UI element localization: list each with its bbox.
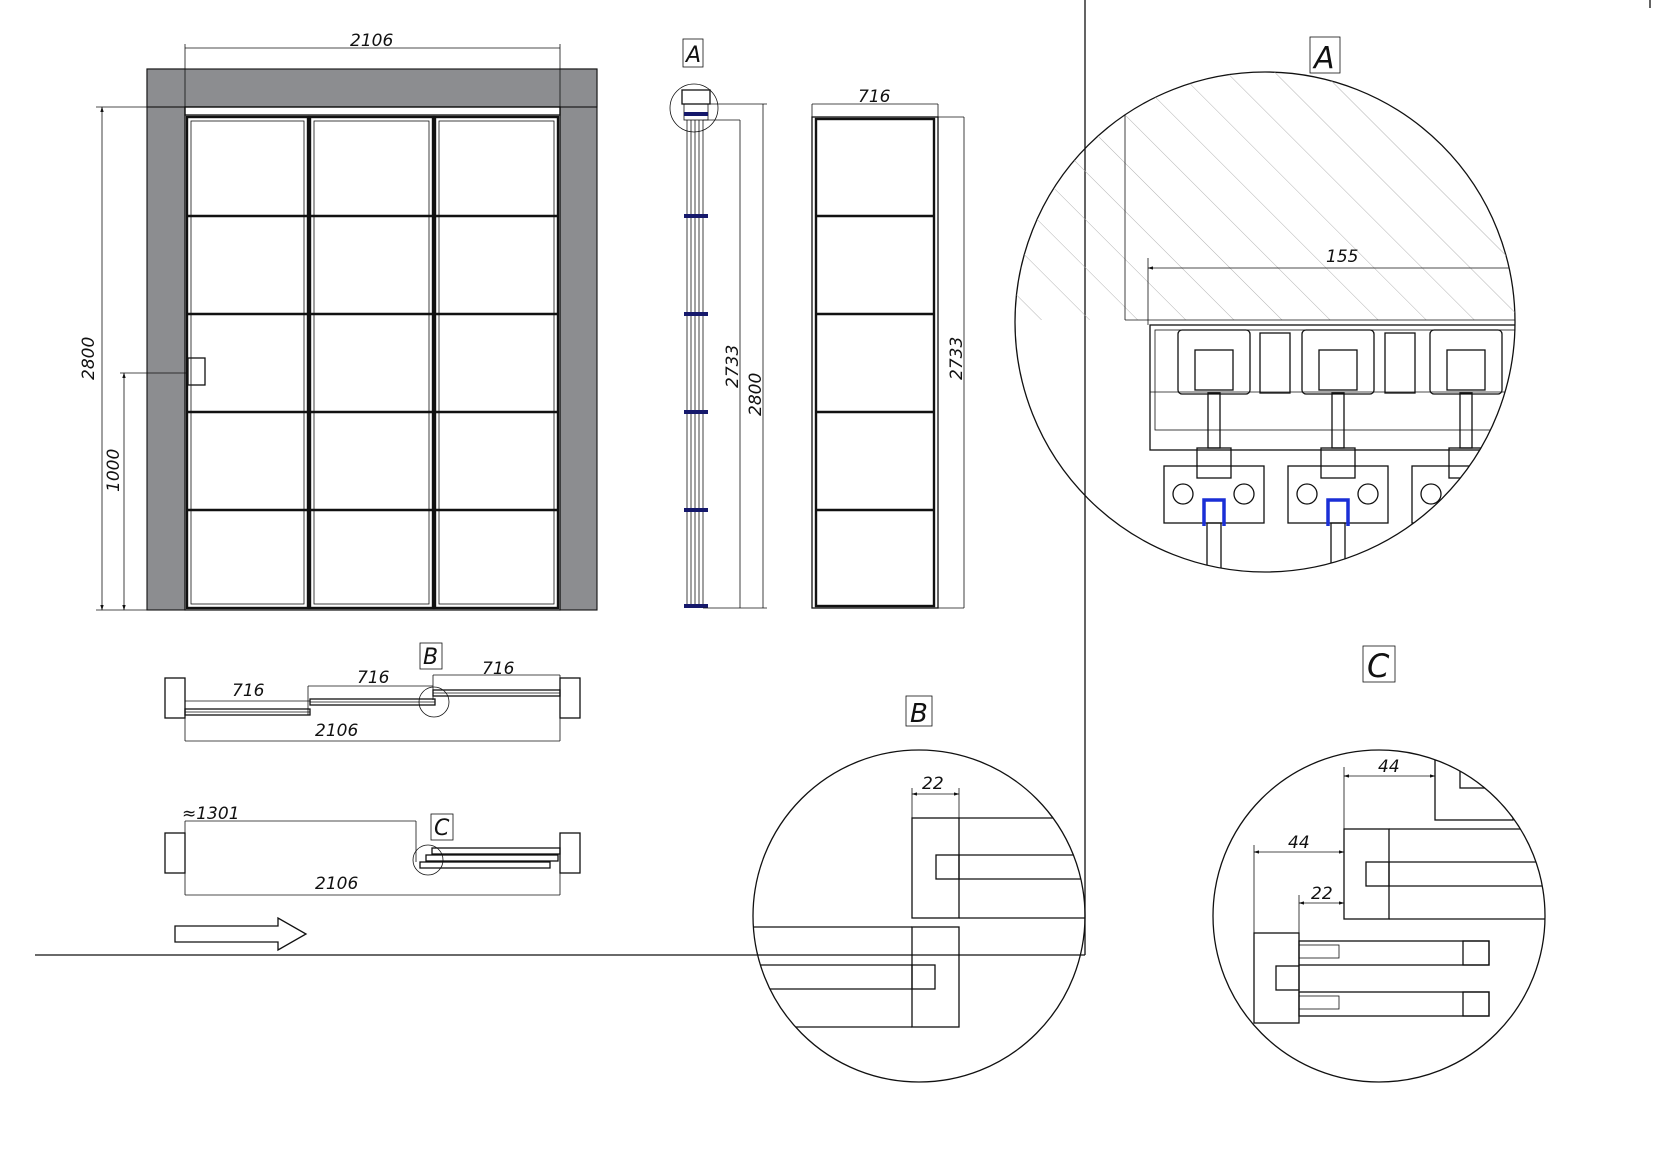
- top-track: [184, 106, 561, 116]
- plan-panel-3-width: 716: [482, 659, 515, 679]
- side-panel-height: 2733: [947, 337, 967, 380]
- plan-open: C ≈1301 2106: [164, 804, 581, 952]
- detail-c-offset-left: 44: [1288, 833, 1310, 853]
- detail-c-label: C: [1367, 647, 1390, 685]
- wall-right: [559, 68, 598, 611]
- plan-panel-2-width: 716: [357, 668, 390, 688]
- slide-direction-arrow: [174, 916, 308, 952]
- view-b-label: B: [423, 645, 438, 670]
- detail-b: B 22: [752, 695, 1086, 1083]
- detail-a-track-width: 155: [1326, 247, 1358, 267]
- side-view-a: A 2733 2800: [669, 38, 767, 609]
- side-a-inner-height: 2733: [723, 345, 743, 388]
- view-a-label: A: [684, 43, 701, 68]
- detail-a-label: A: [1312, 41, 1335, 76]
- detail-c-profile: 22: [1311, 884, 1333, 904]
- plan-closed-total: 2106: [315, 721, 358, 741]
- detail-c: C 44 44 22: [1212, 645, 1546, 1083]
- plan-closed: B 716 716 716 2106: [164, 642, 581, 742]
- wall-top: [146, 68, 598, 108]
- plan-open-total: 2106: [315, 874, 358, 894]
- side-panel-width: 716: [858, 87, 891, 107]
- detail-a: A: [1014, 36, 1516, 573]
- door-opening: [184, 106, 561, 611]
- front-height-label: 2800: [79, 337, 99, 380]
- handle-height-label: 1000: [104, 449, 124, 492]
- wall-left: [146, 68, 186, 611]
- side-a-total-height: 2800: [746, 373, 766, 416]
- plan-open-opening: ≈1301: [182, 804, 240, 824]
- detail-b-label: B: [910, 699, 928, 729]
- plan-panel-1-width: 716: [232, 681, 265, 701]
- door-handle: [187, 357, 206, 386]
- view-c-label-small: C: [434, 816, 450, 841]
- front-width-label: 2106: [350, 31, 393, 51]
- door-panels: [185, 115, 560, 610]
- front-elevation: 2106 2800 1000: [79, 31, 598, 611]
- detail-b-profile: 22: [922, 774, 944, 794]
- detail-c-offset-top: 44: [1378, 757, 1400, 777]
- side-panel-view: 716 2733: [811, 87, 967, 609]
